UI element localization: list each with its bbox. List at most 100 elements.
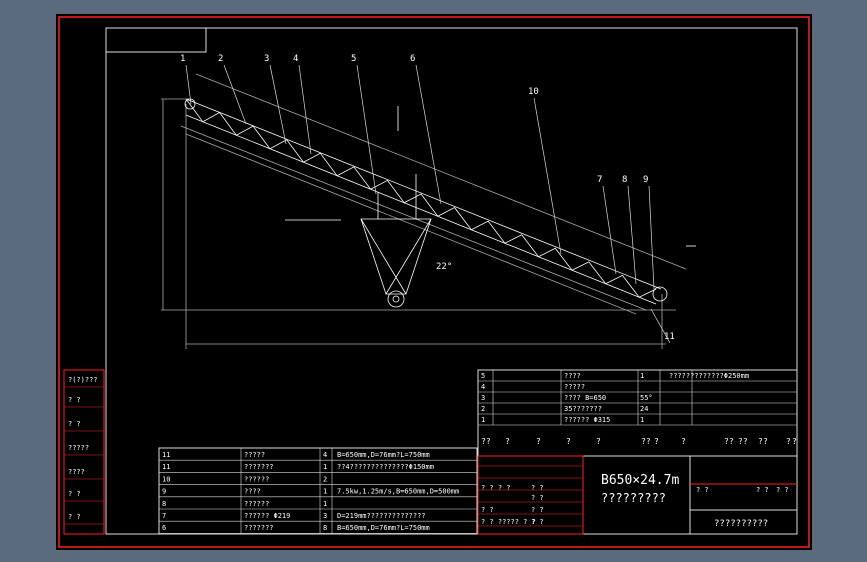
lower-table-cell: ??????? <box>244 524 274 532</box>
wheel <box>387 290 405 308</box>
lower-table-cell: 11 <box>162 451 170 459</box>
upper-table-cell: 1 <box>640 372 644 380</box>
balloon-8: 8 <box>622 175 627 185</box>
lower-table-cell: 9 <box>162 488 166 496</box>
upper-table-cell: ?????????????Φ250mm <box>669 372 749 380</box>
upper-table-header: ? <box>596 437 601 446</box>
upper-table-cell: 55° <box>640 394 653 402</box>
truss-top-chord <box>185 98 662 290</box>
upper-table-cell: 2 <box>481 405 485 413</box>
drawing-frame <box>105 27 798 535</box>
title-block-cell: ? ? <box>776 486 789 494</box>
lower-table-cell: 1 <box>323 463 327 471</box>
lower-table-cell: 7 <box>162 512 166 520</box>
balloon-4: 4 <box>293 54 298 64</box>
title-block-cell: ? ? <box>531 484 544 492</box>
upper-table-header: ? <box>763 437 768 446</box>
title-block-cell: ? ? ????? ? ? <box>481 518 536 526</box>
lower-table-cell: 1 <box>323 488 327 496</box>
upper-table-header: ?? <box>724 437 734 446</box>
balloon-2: 2 <box>218 54 223 64</box>
lower-table-cell: ??4??????????????Φ150mm <box>337 463 434 471</box>
upper-table-header: ? <box>536 437 541 446</box>
lower-table-cell: 3 <box>323 512 327 520</box>
upper-table-cell: 1 <box>481 416 485 424</box>
lower-table-cell: 6 <box>162 524 166 532</box>
truss-bottom-chord <box>185 114 657 305</box>
lower-table-cell: 4 <box>323 451 327 459</box>
balloon-5: 5 <box>351 54 356 64</box>
conveyor-view <box>161 73 696 349</box>
title-block: B650×24.7m ????????? ?????????? ? ? ? ??… <box>477 455 798 535</box>
upper-table-cell: 4 <box>481 383 485 391</box>
lower-table-cell: 2 <box>323 475 327 483</box>
truss-web <box>185 98 657 298</box>
lower-table-cell: 8 <box>323 524 327 532</box>
title-block-cell: ? ? <box>531 494 544 502</box>
upper-table-header: ?? <box>641 437 651 446</box>
upper-table-header: ? <box>792 437 797 446</box>
title-block-cell: ? ? <box>531 506 544 514</box>
title-block-cell: ? ? <box>531 518 544 526</box>
balloon-3: 3 <box>264 54 269 64</box>
upper-table-cell: ???? <box>564 372 581 380</box>
title-block-cell: ? ? <box>481 506 494 514</box>
lower-table-cell: ????? <box>244 451 265 459</box>
drawing-subtitle: ????????? <box>601 491 666 505</box>
upper-table-cell: 24 <box>640 405 648 413</box>
balloon-10: 10 <box>528 87 539 97</box>
balloon-9: 9 <box>643 175 648 185</box>
upper-table-header: ? <box>786 437 791 446</box>
upper-table-header: ? <box>654 437 659 446</box>
lower-table-cell: ?????? Φ219 <box>244 512 290 520</box>
upper-table-header: ?? <box>481 437 491 446</box>
side-block: ?(?)??? ? ? ? ?????????? ? ? ? ? <box>63 369 105 535</box>
lower-table-cell: ???? <box>244 488 261 496</box>
side-block-cell: ? ? <box>68 513 81 521</box>
lower-table-cell: B=650mm,D=76mm?L=750mm <box>337 451 430 459</box>
side-block-cell: ? ? <box>68 396 81 404</box>
upper-table-cell: 35??????? <box>564 405 602 413</box>
head-pulley <box>652 286 668 302</box>
side-block-cell: ?(?)??? <box>68 376 98 384</box>
upper-table-cell: ????? <box>564 383 585 391</box>
title-block-cell: ? ? <box>756 486 769 494</box>
angle-label: 22° <box>436 262 452 272</box>
balloon-7: 7 <box>597 175 602 185</box>
lower-table-cell: ?????? <box>244 500 269 508</box>
side-block-cell: ???? <box>68 468 85 476</box>
side-block-cell: ? ? <box>68 490 81 498</box>
upper-table-cell: 3 <box>481 394 485 402</box>
upper-table-cell: ?????? Φ315 <box>564 416 610 424</box>
lower-table-cell: D=219mm?????????????? <box>337 512 426 520</box>
tail-pulley <box>184 98 196 110</box>
dim-line-top <box>195 73 687 270</box>
lower-table-cell: 1 <box>323 500 327 508</box>
title-block-cell: ? ? ? ? <box>481 484 511 492</box>
balloon-1: 1 <box>180 54 185 64</box>
upper-table-cell: ???? B=650 <box>564 394 606 402</box>
upper-table-header: ? <box>681 437 686 446</box>
lower-table-cell: B=650mm,D=76mm?L=750mm <box>337 524 430 532</box>
upper-table-header: ? <box>505 437 510 446</box>
upper-table-header: ? <box>566 437 571 446</box>
drawing-title: B650×24.7m <box>601 473 679 488</box>
lower-table-cell: ??????? <box>244 463 274 471</box>
lower-table-cell: 11 <box>162 463 170 471</box>
upper-table-cell: 5 <box>481 372 485 380</box>
upper-table-header: ? <box>758 437 763 446</box>
lower-table-cell: 7.5kw,1.25m/s,B=650mm,D=500mm <box>337 488 459 496</box>
lower-table-cell: 8 <box>162 500 166 508</box>
balloon-6: 6 <box>410 54 415 64</box>
lower-table-cell: ?????? <box>244 475 269 483</box>
company-name: ?????????? <box>714 519 768 529</box>
balloon-labels: 1 2 3 4 5 6 7 8 9 10 11 <box>180 54 675 344</box>
side-block-cell: ? ? <box>68 420 81 428</box>
balloon-11: 11 <box>664 332 675 342</box>
side-block-cell: ????? <box>68 444 89 452</box>
upper-table-header: ?? <box>738 437 748 446</box>
